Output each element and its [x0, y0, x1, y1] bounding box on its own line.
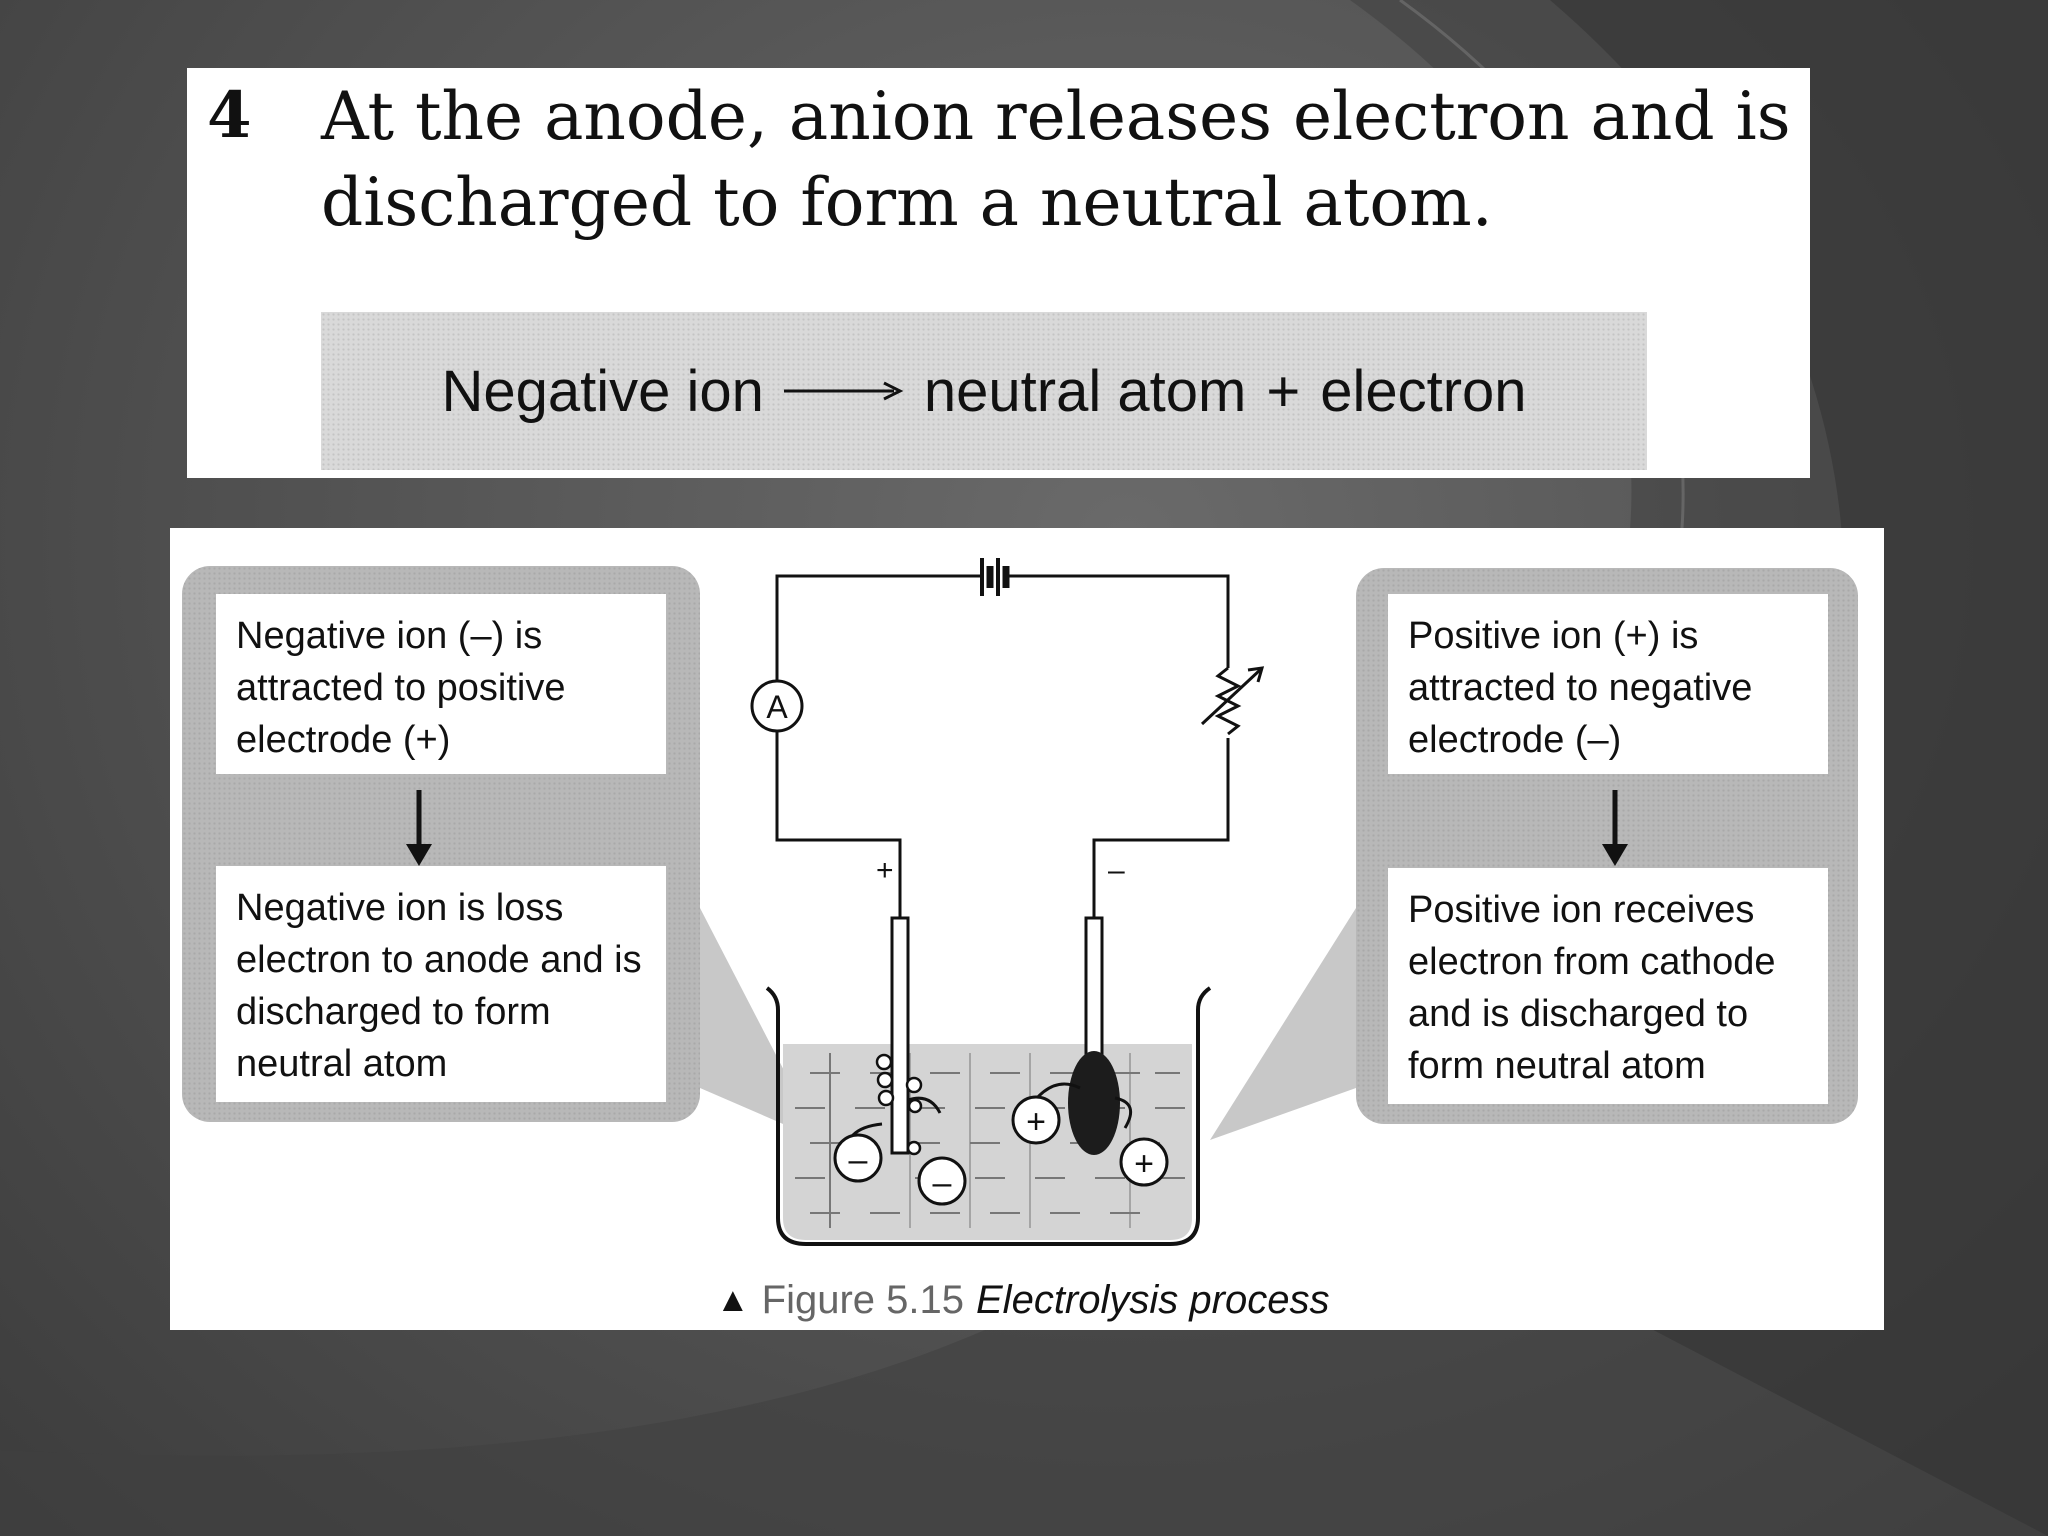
equation: Negative ion neutral atom + electron	[321, 312, 1647, 470]
right-arrow-icon	[783, 381, 904, 401]
right-top-note: Positive ion (+) is attracted to negativ…	[1388, 594, 1828, 774]
anion-left: –	[833, 1133, 883, 1183]
anion-bottom-label: –	[933, 1164, 952, 1202]
cation-left-label: +	[1026, 1103, 1046, 1141]
right-callout-wedge	[1210, 908, 1356, 1140]
beaker	[765, 986, 1212, 1246]
cation-right-label: +	[1134, 1145, 1154, 1183]
cathode-electrode	[1084, 916, 1104, 1070]
anion-bottom: –	[917, 1156, 967, 1206]
electrolysis-diagram: A + –	[406, 558, 1628, 1246]
equation-right: neutral atom	[923, 358, 1247, 424]
step-text: At the anode, anion releases electron an…	[321, 78, 1791, 241]
anion-path-right	[907, 1096, 942, 1114]
left-down-arrow-icon	[406, 844, 432, 866]
right-down-arrow-icon	[1602, 844, 1628, 866]
cathode-sign: –	[1108, 854, 1125, 887]
step-number: 4	[207, 78, 252, 153]
triangle-marker-icon: ▲	[716, 1281, 750, 1319]
figure-caption: ▲ Figure 5.15 Electrolysis process	[716, 1278, 1516, 1323]
electrolyte-hatching	[795, 1053, 1185, 1228]
equation-left: Negative ion	[441, 358, 764, 424]
cation-left: +	[1011, 1095, 1061, 1145]
cation-right: +	[1119, 1137, 1169, 1187]
anode-bubbles	[875, 1053, 923, 1156]
figure-number: Figure 5.15	[761, 1278, 964, 1322]
left-bottom-note: Negative ion is loss electron to anode a…	[216, 866, 666, 1102]
figure-panel: A + –	[170, 528, 1884, 1330]
right-bottom-note: Positive ion receives electron from cath…	[1388, 868, 1828, 1104]
battery-icon	[980, 558, 1010, 596]
statement-panel: 4 At the anode, anion releases electron …	[187, 68, 1810, 478]
equation-product: electron	[1320, 358, 1527, 424]
equation-plus: +	[1266, 358, 1301, 424]
equation-box: Negative ion neutral atom + electron	[321, 312, 1647, 470]
cation-path-right	[1114, 1096, 1133, 1129]
anode-electrode	[890, 916, 910, 1155]
variable-resistor-icon	[1200, 666, 1265, 738]
figure-title: Electrolysis process	[976, 1278, 1330, 1322]
anode-sign: +	[876, 854, 894, 887]
ammeter-label: A	[766, 689, 788, 725]
cathode-deposit	[1068, 1051, 1120, 1155]
ammeter-icon: A	[750, 679, 804, 733]
left-top-note: Negative ion (–) is attracted to positiv…	[216, 594, 666, 774]
anion-left-label: –	[849, 1141, 868, 1179]
circuit-wire-right	[1005, 574, 1230, 918]
circuit-wire-left	[775, 574, 982, 918]
